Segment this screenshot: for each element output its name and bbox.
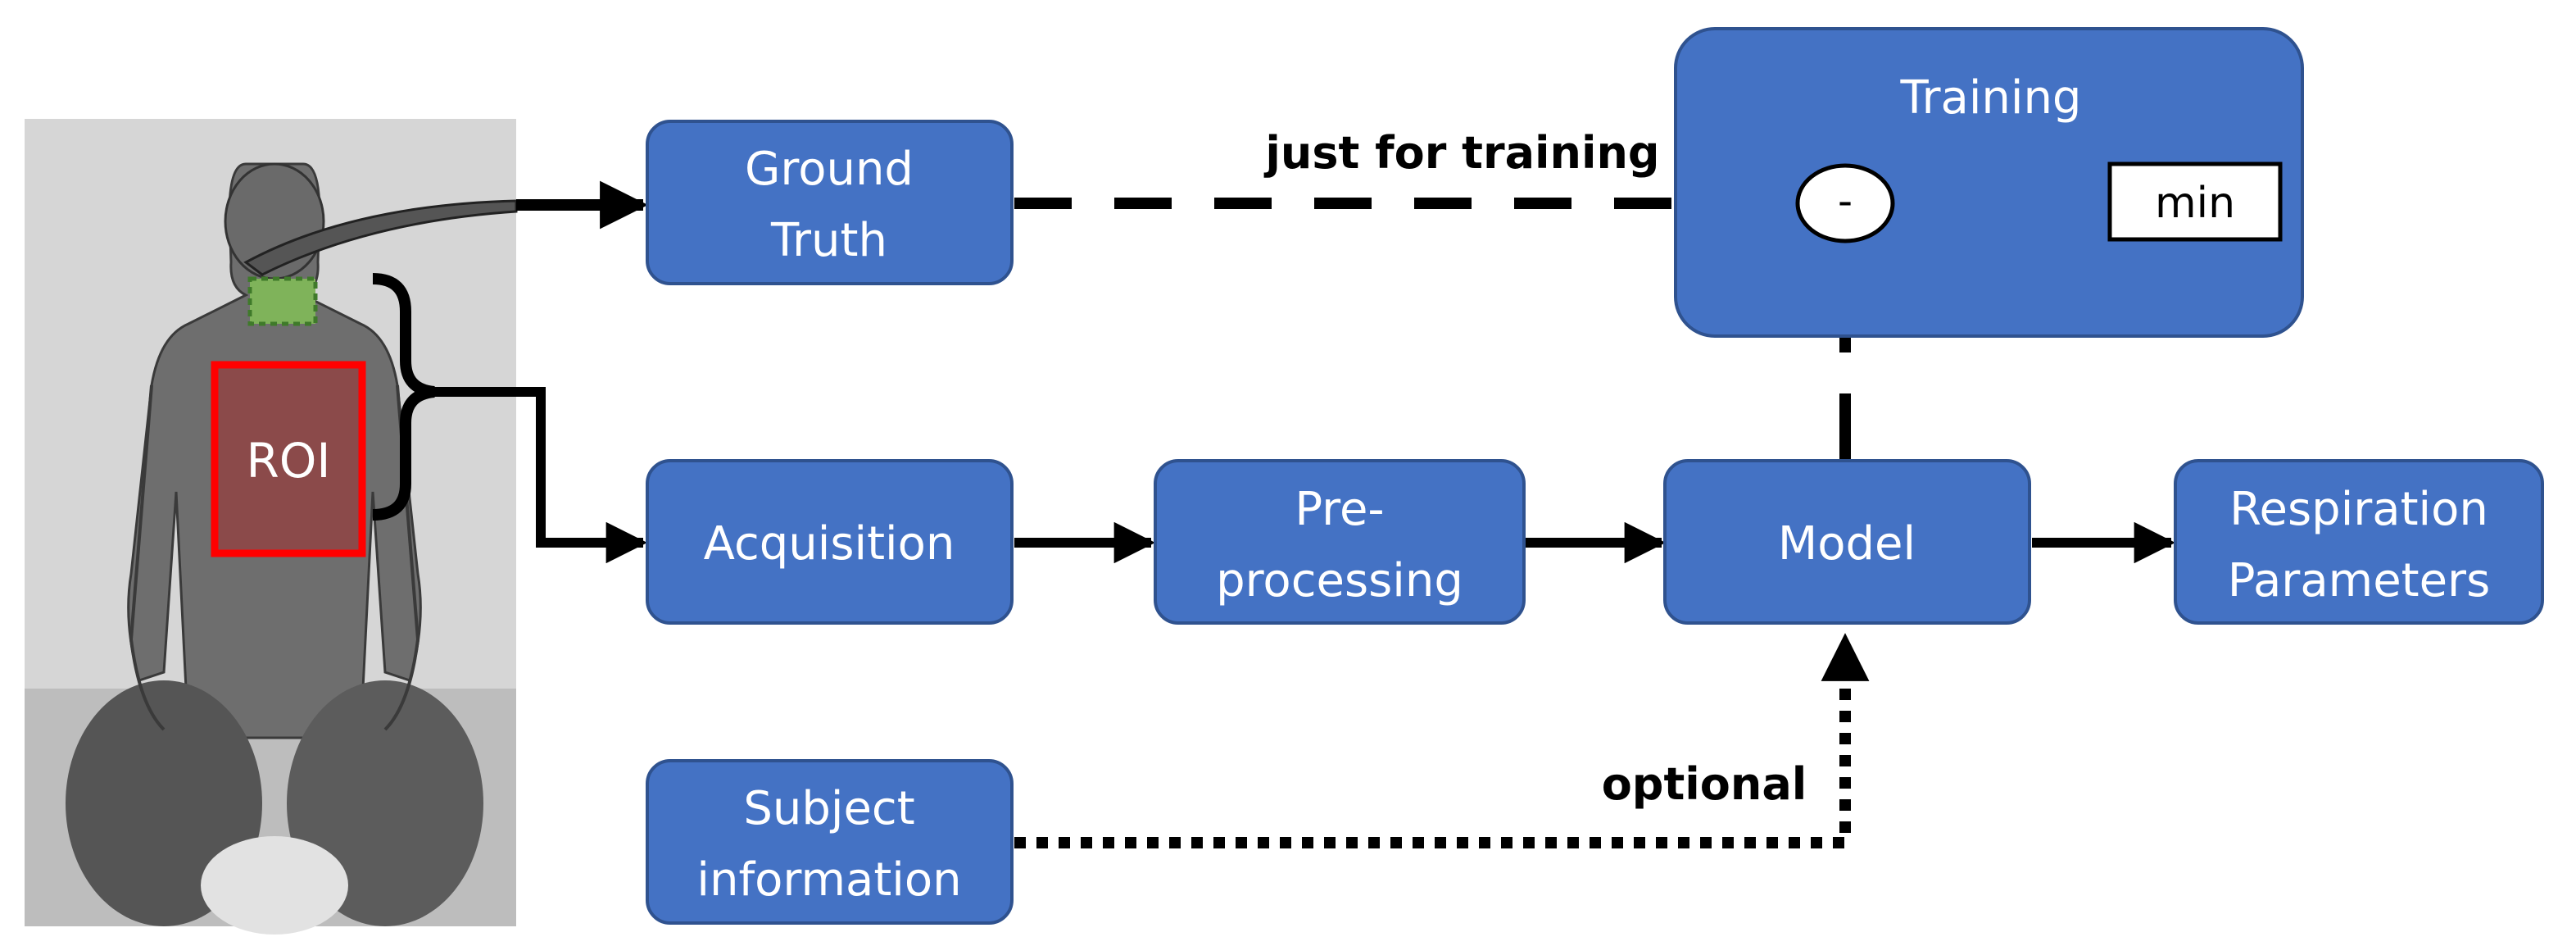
- preprocessing-line1: Pre-: [1295, 483, 1384, 536]
- training-title: Training: [1900, 71, 2082, 125]
- min-box: [2107, 161, 2283, 242]
- preprocessing-box: Pre- processing: [1154, 459, 1526, 625]
- min-label: min: [2155, 179, 2235, 228]
- subject-lap: [201, 836, 348, 935]
- ground-truth-box: Ground Truth: [646, 120, 1014, 285]
- subject-info-line2: information: [696, 853, 961, 907]
- ground-truth-line1: Ground: [745, 143, 914, 196]
- arrow-subject-to-model: [1014, 633, 1870, 848]
- subject-info-box: Subject information: [646, 759, 1014, 925]
- subject-info-box-background: [646, 759, 1014, 925]
- acquisition-label: Acquisition: [704, 517, 955, 571]
- training-box: Training - min: [1674, 27, 2304, 338]
- respiration-box: Respiration Parameters: [2174, 459, 2544, 625]
- depth-image: ROI: [25, 119, 518, 935]
- model-box: Model: [1663, 459, 2031, 625]
- respiration-line1: Respiration: [2229, 483, 2488, 536]
- ground-truth-box-background: [646, 120, 1014, 285]
- arrow-brace-to-acquisition: [434, 387, 648, 564]
- training-box-background: [1674, 27, 2304, 338]
- just-for-training-label: just for training: [1263, 127, 1659, 179]
- roi-label: ROI: [246, 433, 330, 489]
- preprocessing-box-background: [1154, 459, 1526, 625]
- subject-right-arm: [383, 384, 420, 731]
- model-box-background: [1663, 459, 2031, 625]
- acquisition-box-background: [646, 459, 1014, 625]
- optional-label: optional: [1602, 758, 1807, 810]
- respiration-line2: Parameters: [2228, 554, 2491, 607]
- model-label: Model: [1778, 517, 1916, 571]
- subject-info-line1: Subject: [743, 782, 914, 835]
- neck-marker: [247, 276, 318, 326]
- respiration-box-background: [2174, 459, 2544, 625]
- acquisition-box: Acquisition: [646, 459, 1014, 625]
- difference-symbol: -: [1838, 177, 1853, 225]
- difference-node: [1795, 163, 1895, 243]
- ground-truth-line2: Truth: [770, 214, 887, 267]
- roi-box: [211, 361, 366, 557]
- preprocessing-line2: processing: [1216, 554, 1463, 607]
- subject-left-arm: [129, 384, 166, 731]
